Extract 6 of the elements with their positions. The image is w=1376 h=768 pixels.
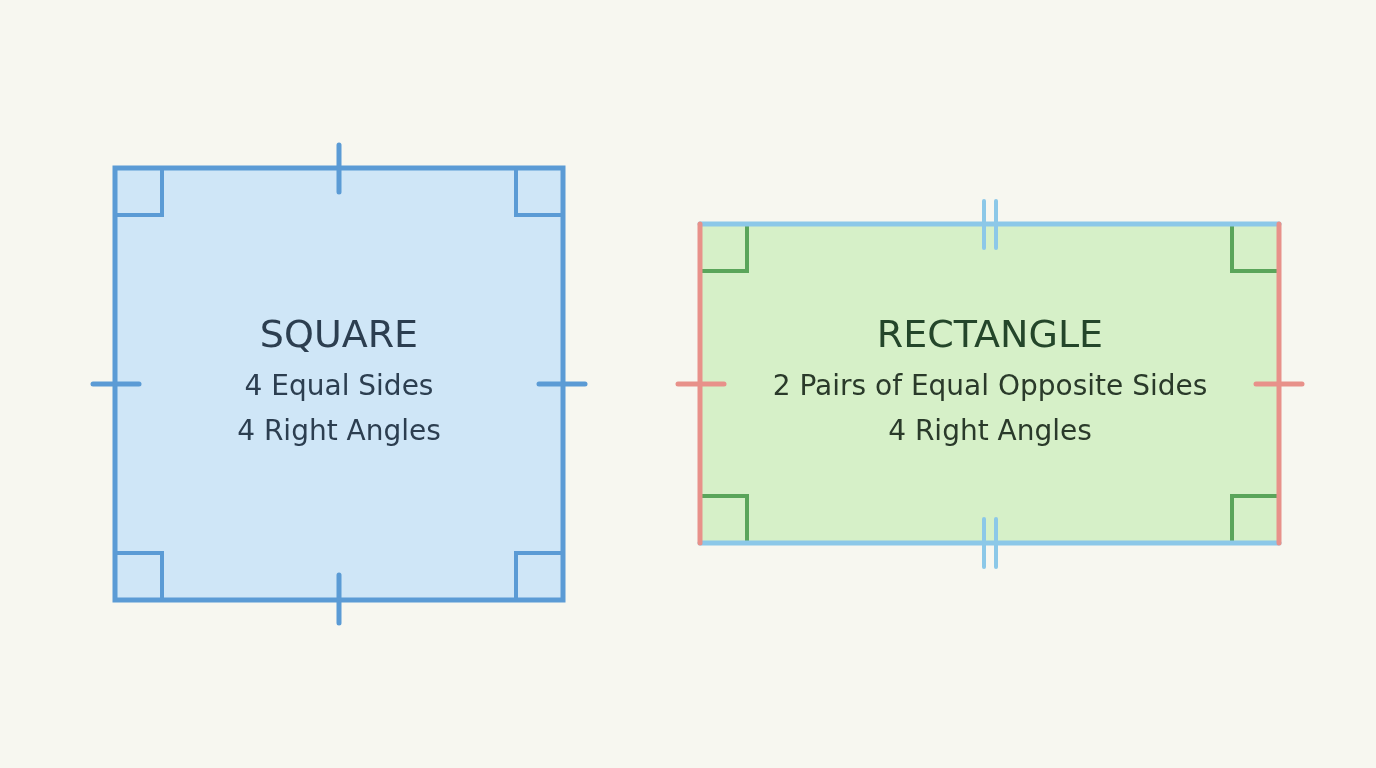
- property-text: 2 Pairs of Equal Opposite Sides: [772, 369, 1208, 402]
- property-text: 4 Right Angles: [237, 414, 441, 447]
- property-text: 4 Equal Sides: [244, 369, 434, 402]
- shape-heading: RECTANGLE: [876, 312, 1104, 356]
- shape-heading: SQUARE: [259, 312, 419, 356]
- property-text: 4 Right Angles: [888, 414, 1092, 447]
